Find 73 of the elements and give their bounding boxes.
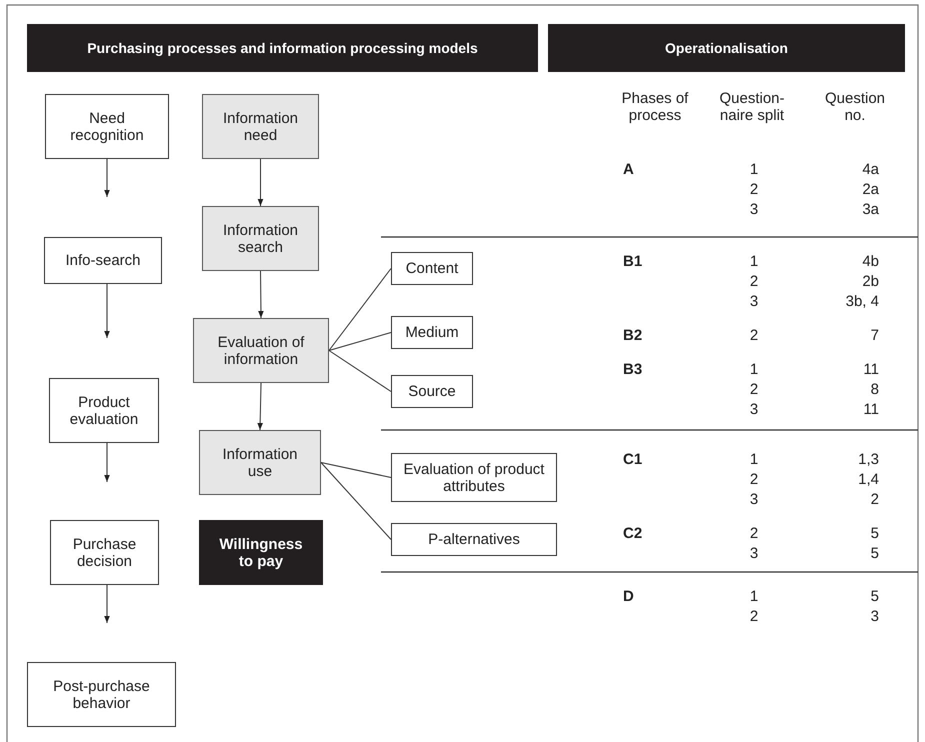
question-number: 8 [870, 381, 879, 398]
question-number: 2b [862, 273, 879, 290]
highlight-box: Willingness to pay [199, 520, 323, 585]
question-number: 5 [870, 588, 879, 605]
process-box: Evaluation of information [193, 318, 329, 383]
arrow [104, 158, 110, 198]
phase-code: B1 [623, 253, 642, 270]
attribute-box: Source [391, 375, 473, 408]
connector-line [328, 268, 392, 351]
question-number: 2a [862, 181, 879, 198]
question-number: 3b, 4 [846, 293, 879, 310]
arrow [104, 584, 110, 624]
question-number: 5 [870, 545, 879, 562]
attribute-box: P-alternatives [391, 523, 557, 556]
split-number: 2 [748, 327, 760, 344]
connector-line [320, 462, 392, 540]
split-number: 1 [748, 588, 760, 605]
attribute-box: Evaluation of product attributes [391, 453, 557, 502]
question-number: 11 [863, 401, 879, 418]
process-box: Information use [199, 430, 321, 495]
split-number: 2 [748, 471, 760, 488]
split-number: 1 [748, 253, 760, 270]
split-number: 2 [748, 181, 760, 198]
arrow [257, 382, 263, 430]
split-number: 2 [748, 381, 760, 398]
column-header: Question-naire split [718, 90, 786, 124]
split-number: 2 [748, 525, 760, 542]
arrow [104, 284, 110, 338]
phase-code: C2 [623, 525, 642, 542]
split-number: 2 [748, 273, 760, 290]
arrow [104, 442, 110, 482]
split-number: 3 [748, 491, 760, 508]
split-number: 1 [748, 451, 760, 468]
question-number: 3a [862, 201, 879, 218]
phase-code: B3 [623, 361, 642, 378]
process-box: Need recognition [45, 94, 169, 159]
split-number: 3 [748, 293, 760, 310]
question-number: 4a [862, 161, 879, 178]
phase-code: D [623, 588, 634, 605]
arrow [258, 270, 264, 318]
process-box: Information search [202, 206, 319, 271]
column-header: Phases of process [620, 90, 690, 124]
question-number: 1,3 [858, 451, 879, 468]
split-number: 3 [748, 545, 760, 562]
connector-line [328, 332, 392, 351]
process-box: Information need [202, 94, 319, 159]
header-band: Purchasing processes and information processing models [27, 24, 538, 72]
attribute-box: Medium [391, 316, 473, 349]
process-box: Post-purchase behavior [27, 662, 176, 727]
phase-code: B2 [623, 327, 642, 344]
split-number: 1 [748, 361, 760, 378]
header-band: Operationalisation [548, 24, 905, 72]
attribute-box: Content [391, 252, 473, 285]
split-number: 1 [748, 161, 760, 178]
phase-code: C1 [623, 451, 642, 468]
question-number: 4b [862, 253, 879, 270]
question-number: 7 [870, 327, 879, 344]
question-number: 11 [863, 361, 879, 378]
question-number: 1,4 [858, 471, 879, 488]
split-number: 3 [748, 201, 760, 218]
connector-line [320, 462, 392, 478]
question-number: 2 [870, 491, 879, 508]
question-number: 5 [870, 525, 879, 542]
process-box: Purchase decision [50, 520, 159, 585]
split-number: 3 [748, 401, 760, 418]
process-box: Product evaluation [49, 378, 159, 443]
phase-code: A [623, 161, 634, 178]
question-number: 3 [870, 608, 879, 625]
split-number: 2 [748, 608, 760, 625]
column-header: Question no. [824, 90, 886, 124]
process-box: Info-search [44, 237, 162, 284]
arrow [258, 158, 264, 206]
connector-line [328, 350, 392, 392]
